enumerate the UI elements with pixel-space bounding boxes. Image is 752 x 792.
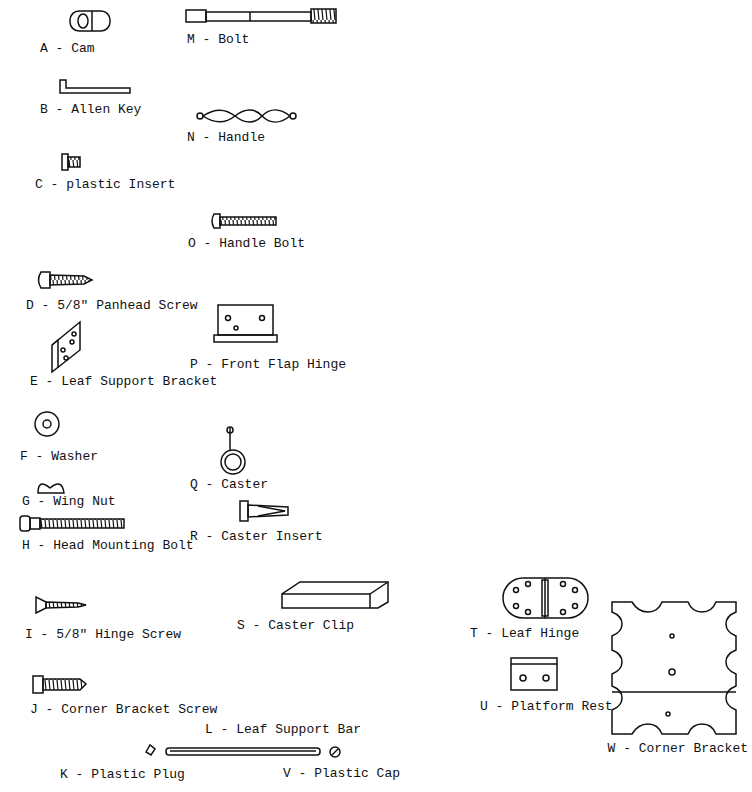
leaf-support-bracket <box>52 322 80 372</box>
part-label: J - Corner Bracket Screw <box>30 702 234 717</box>
part-label: Q - Caster <box>190 477 268 492</box>
corner-bracket-screw <box>33 676 86 693</box>
part-label: K - Plastic Plug <box>60 767 185 782</box>
part-label: G - Wing Nut <box>22 494 116 509</box>
part-label: F - Washer <box>20 449 98 464</box>
part-label: I - 5/8" Hinge Screw <box>25 627 181 642</box>
part-label: U - Platform Rest <box>480 699 636 714</box>
leaf-support-bar <box>166 748 320 755</box>
part-label: H - Head Mounting Bolt <box>22 538 218 553</box>
part-label: A - Cam <box>40 41 95 56</box>
wing-nut <box>38 484 64 493</box>
part-label: D - 5/8" Panhead Screw <box>26 298 198 313</box>
part-label: W - Corner Bracket <box>608 741 748 756</box>
leaf-hinge <box>503 578 588 618</box>
part-label: R - Caster Insert <box>190 529 323 544</box>
part-label: E - Leaf Support Bracket <box>30 374 218 389</box>
part-label: B - Allen Key <box>40 102 141 117</box>
plastic-insert <box>62 154 80 170</box>
caster-insert <box>240 501 288 521</box>
part-label: N - Handle <box>187 130 265 145</box>
bolt <box>186 9 336 23</box>
corner-bracket <box>612 602 736 734</box>
part-label: S - Caster Clip <box>237 618 354 633</box>
hinge-screw <box>36 597 86 613</box>
plastic-cap <box>330 747 340 757</box>
caster-clip <box>282 582 388 608</box>
washer <box>35 412 59 436</box>
part-label: C - plastic Insert <box>35 177 175 192</box>
allen-key <box>60 80 130 93</box>
part-label: P - Front Flap Hinge <box>190 357 360 372</box>
plastic-plug <box>146 745 155 755</box>
caster <box>221 427 245 474</box>
part-label: M - Bolt <box>187 32 249 47</box>
handle <box>197 110 296 122</box>
platform-rest <box>511 658 557 690</box>
part-label: T - Leaf Hinge <box>470 626 579 641</box>
part-label: V - Plastic Cap <box>283 766 400 781</box>
part-label: O - Handle Bolt <box>188 236 305 251</box>
cam <box>70 11 110 31</box>
handle-bolt <box>212 214 276 228</box>
panhead-screw <box>39 272 93 288</box>
front-flap-hinge <box>214 305 277 342</box>
part-label: L - Leaf Support Bar <box>205 722 361 737</box>
head-mounting-bolt <box>20 516 124 531</box>
